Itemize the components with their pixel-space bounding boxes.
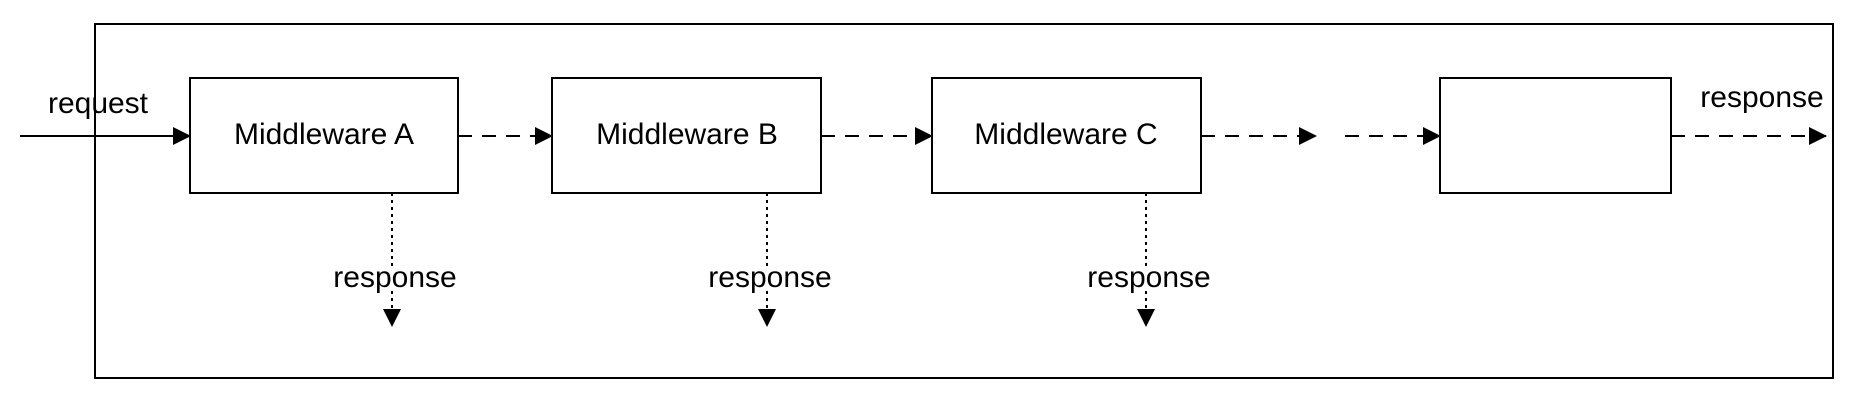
node-middleware-a: Middleware A [189, 77, 459, 194]
node-label: Middleware B [596, 118, 778, 151]
request-label: request [48, 87, 149, 120]
response-label-b: response [708, 261, 831, 294]
node-label: Middleware C [974, 118, 1157, 151]
final-response-label: response [1700, 81, 1823, 114]
pipeline-container [94, 23, 1834, 379]
response-label-a: response [333, 261, 456, 294]
node-middleware-b: Middleware B [551, 77, 822, 194]
response-label-c: response [1087, 261, 1210, 294]
node-box [189, 77, 459, 194]
node-label: Middleware A [234, 118, 414, 151]
node-middleware-c: Middleware C [931, 77, 1202, 194]
node-box [551, 77, 822, 194]
node-endpoint [1439, 77, 1672, 194]
node-box [1439, 77, 1672, 194]
